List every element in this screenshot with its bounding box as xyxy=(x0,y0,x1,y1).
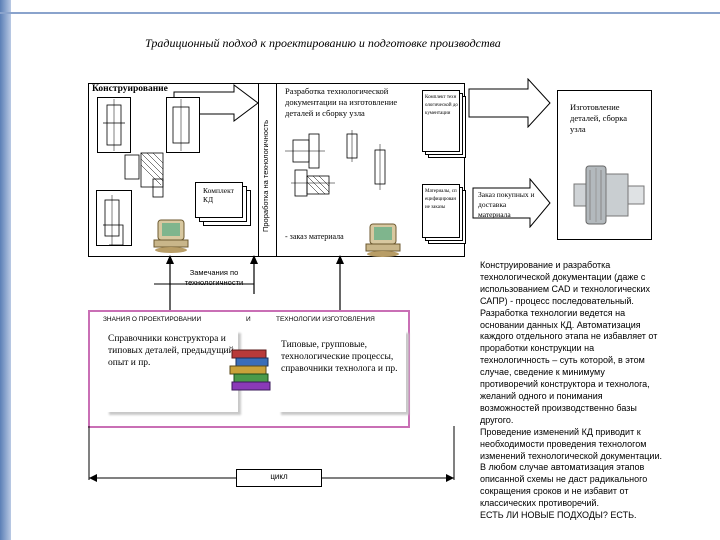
description-line: Конструирование и разработка xyxy=(480,260,611,270)
books-icon xyxy=(229,349,271,391)
description-line: Проведение изменений КД приводит к xyxy=(480,426,641,437)
manufacturing-label: Изготовление деталей, сборка узла xyxy=(570,102,628,134)
material-order-label: - заказ материала xyxy=(285,232,344,241)
description-line: технологической документации (даже с xyxy=(480,271,646,282)
tech-drawings xyxy=(285,130,386,197)
knowledge-header-mid: И xyxy=(246,316,251,323)
description-line: возможностей производственно базы xyxy=(480,402,637,413)
description-line: основании данных КД. Автоматизация xyxy=(480,319,641,330)
knowledge-left-text: Справочники конструктора и типовых детал… xyxy=(108,334,234,368)
cycle-label: цикл xyxy=(270,472,288,481)
description-line: противоречий конструктора и технолога, xyxy=(480,379,650,390)
description-line: каждого отдельного этапа не избавляет от xyxy=(480,331,658,342)
tech-heading: Разработка технологической документации … xyxy=(285,86,398,118)
technology-review-label: Проработка на технологичность xyxy=(261,119,270,232)
tech-strip-divider xyxy=(276,83,277,257)
description-line: САПР) - процесс последовательный. xyxy=(480,295,634,306)
remarks-label: Замечания по технологичности xyxy=(184,268,244,287)
kd-kit-stack: Комплект КД xyxy=(195,182,255,228)
knowledge-right-card xyxy=(278,330,406,412)
knowledge-header-left: ЗНАНИЯ О ПРОЕКТИРОВАНИИ xyxy=(103,316,202,323)
description-line: технологичность – суть которой, в этом xyxy=(480,355,645,366)
part-drawings xyxy=(103,99,190,246)
slide-side-bar xyxy=(0,0,11,540)
feedback-arrows xyxy=(154,255,344,310)
cycle-label-box xyxy=(236,469,322,487)
knowledge-left-card xyxy=(106,330,238,412)
description-line: другого. xyxy=(480,414,514,425)
knowledge-block xyxy=(88,310,410,428)
assembled-unit-image xyxy=(573,165,645,225)
drawing-sheet-3 xyxy=(96,190,132,246)
knowledge-header-right: ТЕХНОЛОГИИ ИЗГОТОВЛЕНИЯ xyxy=(276,316,375,323)
description-line: описанной схемы не даст радикального xyxy=(480,474,648,485)
description-line: случае, сведение к минимуму xyxy=(480,367,605,378)
description-line: использованием CAD и технологических xyxy=(480,283,651,294)
tech-to-manufacturing-arrow xyxy=(468,78,551,128)
description-line: В любом случае автоматизация этапов xyxy=(480,462,645,473)
knowledge-right-text: Типовые, групповые, технологические проц… xyxy=(281,340,398,374)
description-line: ЕСТЬ ЛИ НОВЫЕ ПОДХОДЫ? ЕСТЬ. xyxy=(480,510,637,521)
description-line: необходимости проведения технологом xyxy=(480,438,647,449)
description-line: сокращения сроков и не избавит от xyxy=(480,486,629,497)
drawing-sheet-2 xyxy=(166,97,200,153)
slide-top-rule xyxy=(0,12,720,14)
description-line: желаний одного и понимания xyxy=(480,390,603,401)
page-title: Традиционный подход к проектированию и п… xyxy=(145,36,501,50)
tech-docs-stack: Комплект технологической документации xyxy=(422,90,466,160)
description-line: Разработка технологии ведется на xyxy=(480,307,626,318)
description-line: изменений технологической документации. xyxy=(480,450,662,461)
kd-kit-label: Комплект КД xyxy=(203,186,234,204)
materials-stack: Материалы, специфицирование заказы xyxy=(422,184,466,246)
design-label: Конструирование xyxy=(92,84,168,94)
manufacturing-box xyxy=(557,90,652,240)
tech-docs-label: Комплект технологической документации xyxy=(425,95,458,116)
description-line: классических противоречий. xyxy=(480,498,599,509)
design-divider xyxy=(258,83,259,257)
procurement-arrow xyxy=(472,178,551,228)
computer-icon xyxy=(365,223,401,257)
description-line: проработки конструкции на xyxy=(480,343,595,354)
computer-icon xyxy=(153,219,189,253)
materials-label: Материалы, специфицирование заказы xyxy=(425,189,457,210)
procurement-label: Заказ покупных и доставка материала xyxy=(478,190,535,219)
